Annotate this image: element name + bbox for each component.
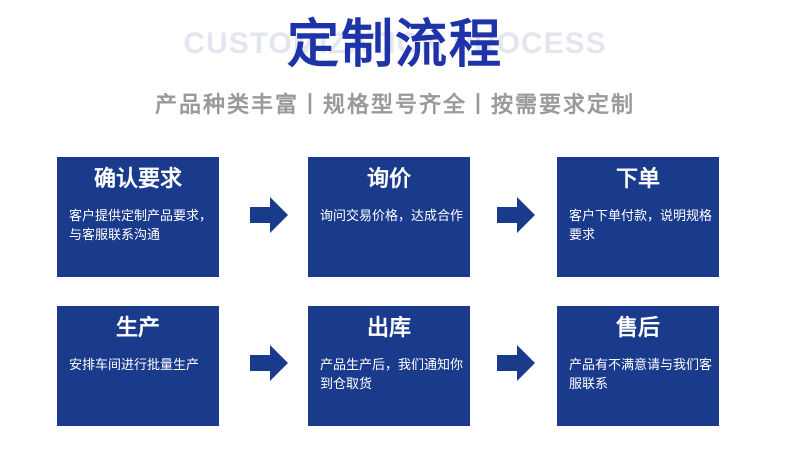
step-title: 售后 [615,316,660,341]
step-title: 下单 [615,167,660,192]
step-card-production: 生产 安排车间进行批量生产 [57,306,219,426]
page-subtitle: 产品种类丰富丨规格型号齐全丨按需要求定制 [154,93,635,118]
arrow-right-icon [250,197,288,233]
step-description: 客户下单付款，说明规格要求 [569,209,713,243]
header-watermark: CUSTOMIZATION PROCESS [183,27,607,60]
step-title: 确认要求 [93,167,182,192]
page-title: 定制流程 [286,15,503,75]
step-description: 安排车间进行批量生产 [69,358,200,373]
step-title: 生产 [115,316,160,341]
step-card-outbound: 出库 产品生产后，我们通知你到仓取货 [308,306,470,426]
step-card-inquiry: 询价 询问交易价格，达成合作 [308,157,470,277]
step-card-confirm: 确认要求 客户提供定制产品要求，与客服联系沟通 [57,157,219,277]
arrow-right-icon [497,345,535,381]
step-description: 询问交易价格，达成合作 [320,209,464,224]
step-description: 产品有不满意请与我们客服联系 [569,358,713,392]
arrow-right-icon [250,345,288,381]
step-card-order: 下单 客户下单付款，说明规格要求 [557,157,719,277]
step-card-aftersales: 售后 产品有不满意请与我们客服联系 [557,306,719,426]
arrow-right-icon [497,197,535,233]
step-title: 询价 [366,167,411,192]
step-title: 出库 [366,316,411,341]
step-description: 产品生产后，我们通知你到仓取货 [320,358,464,392]
step-description: 客户提供定制产品要求，与客服联系沟通 [69,209,213,243]
